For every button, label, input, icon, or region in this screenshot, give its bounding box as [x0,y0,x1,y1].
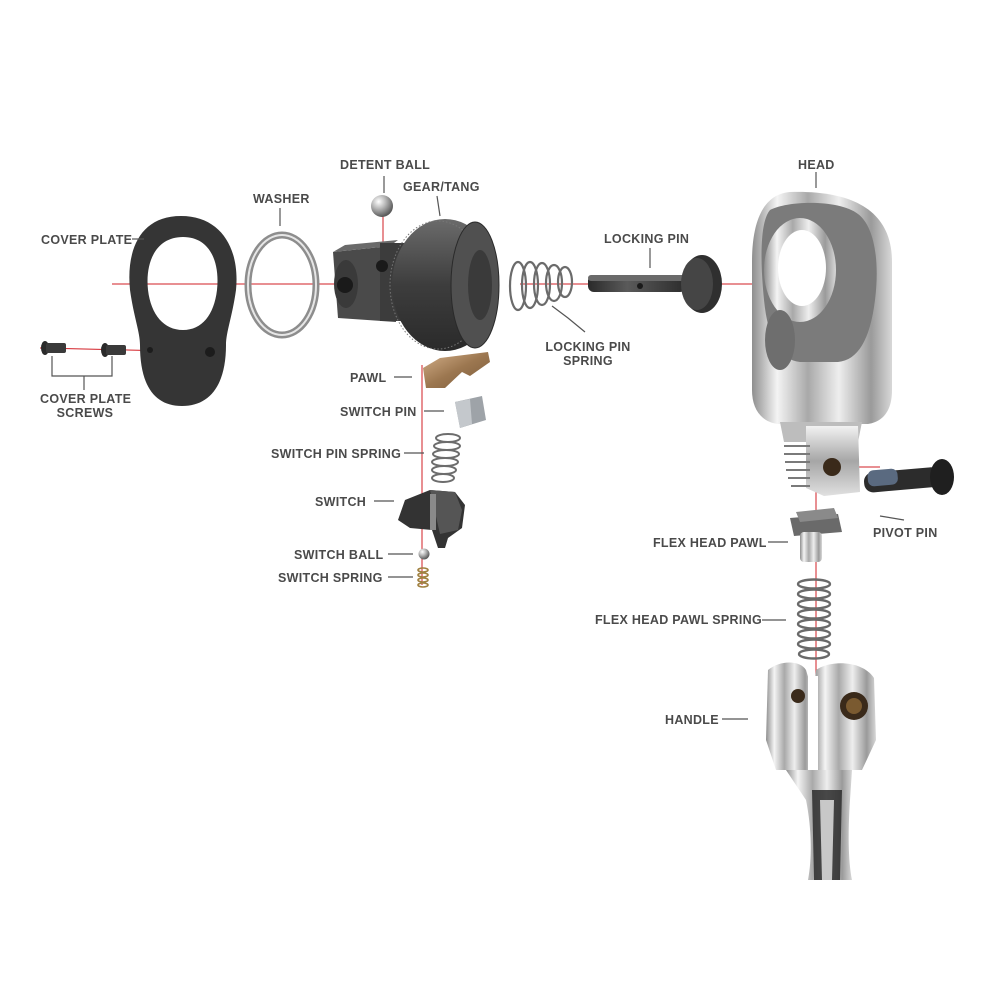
label-switch-pin-spring: SWITCH PIN SPRING [271,447,402,461]
locking-pin-spring [508,260,574,312]
label-head: HEAD [798,158,835,172]
label-switch: SWITCH [315,495,367,509]
label-flex-head-pawl: FLEX HEAD PAWL [653,536,767,550]
switch [398,490,465,548]
flex-head-pawl [790,508,842,562]
label-locking-pin-spring-line2: SPRING [563,354,613,368]
label-handle: HANDLE [665,713,719,727]
leader-lines [51,172,905,720]
label-flex-head-pawl-spring: FLEX HEAD PAWL SPRING [595,613,762,627]
label-pawl: PAWL [350,371,387,385]
flex-head-pawl-spring [796,578,832,660]
gear-tang [333,219,500,351]
switch-pin [455,396,486,428]
label-gear-tang: GEAR/TANG [403,180,480,194]
switch-spring [417,567,429,588]
cover-plate-screws [41,341,126,357]
label-cover-plate-screws-line1: COVER PLATE [40,392,132,406]
detent-ball [371,195,393,217]
switch-ball [418,548,430,560]
label-locking-pin-spring-line1: LOCKING PIN [545,340,631,354]
label-cover-plate-screws: COVER PLATE SCREWS [40,392,132,420]
label-detent-ball: DETENT BALL [340,158,431,172]
label-locking-pin-spring: LOCKING PIN SPRING [543,340,633,368]
label-washer: WASHER [253,192,310,206]
label-switch-pin: SWITCH PIN [340,405,417,419]
locking-pin [588,255,722,313]
pawl [423,352,490,388]
switch-pin-spring [431,433,461,483]
pivot-pin [864,459,954,495]
label-switch-ball: SWITCH BALL [294,548,384,562]
washer [244,231,320,339]
label-pivot-pin: PIVOT PIN [873,526,938,540]
cover-plate [129,216,237,406]
label-cover-plate-screws-line2: SCREWS [56,406,114,420]
handle [766,662,876,880]
label-switch-spring: SWITCH SPRING [278,571,383,585]
label-locking-pin: LOCKING PIN [604,232,690,246]
label-cover-plate: COVER PLATE [41,233,133,247]
ratchet-head [752,191,892,496]
